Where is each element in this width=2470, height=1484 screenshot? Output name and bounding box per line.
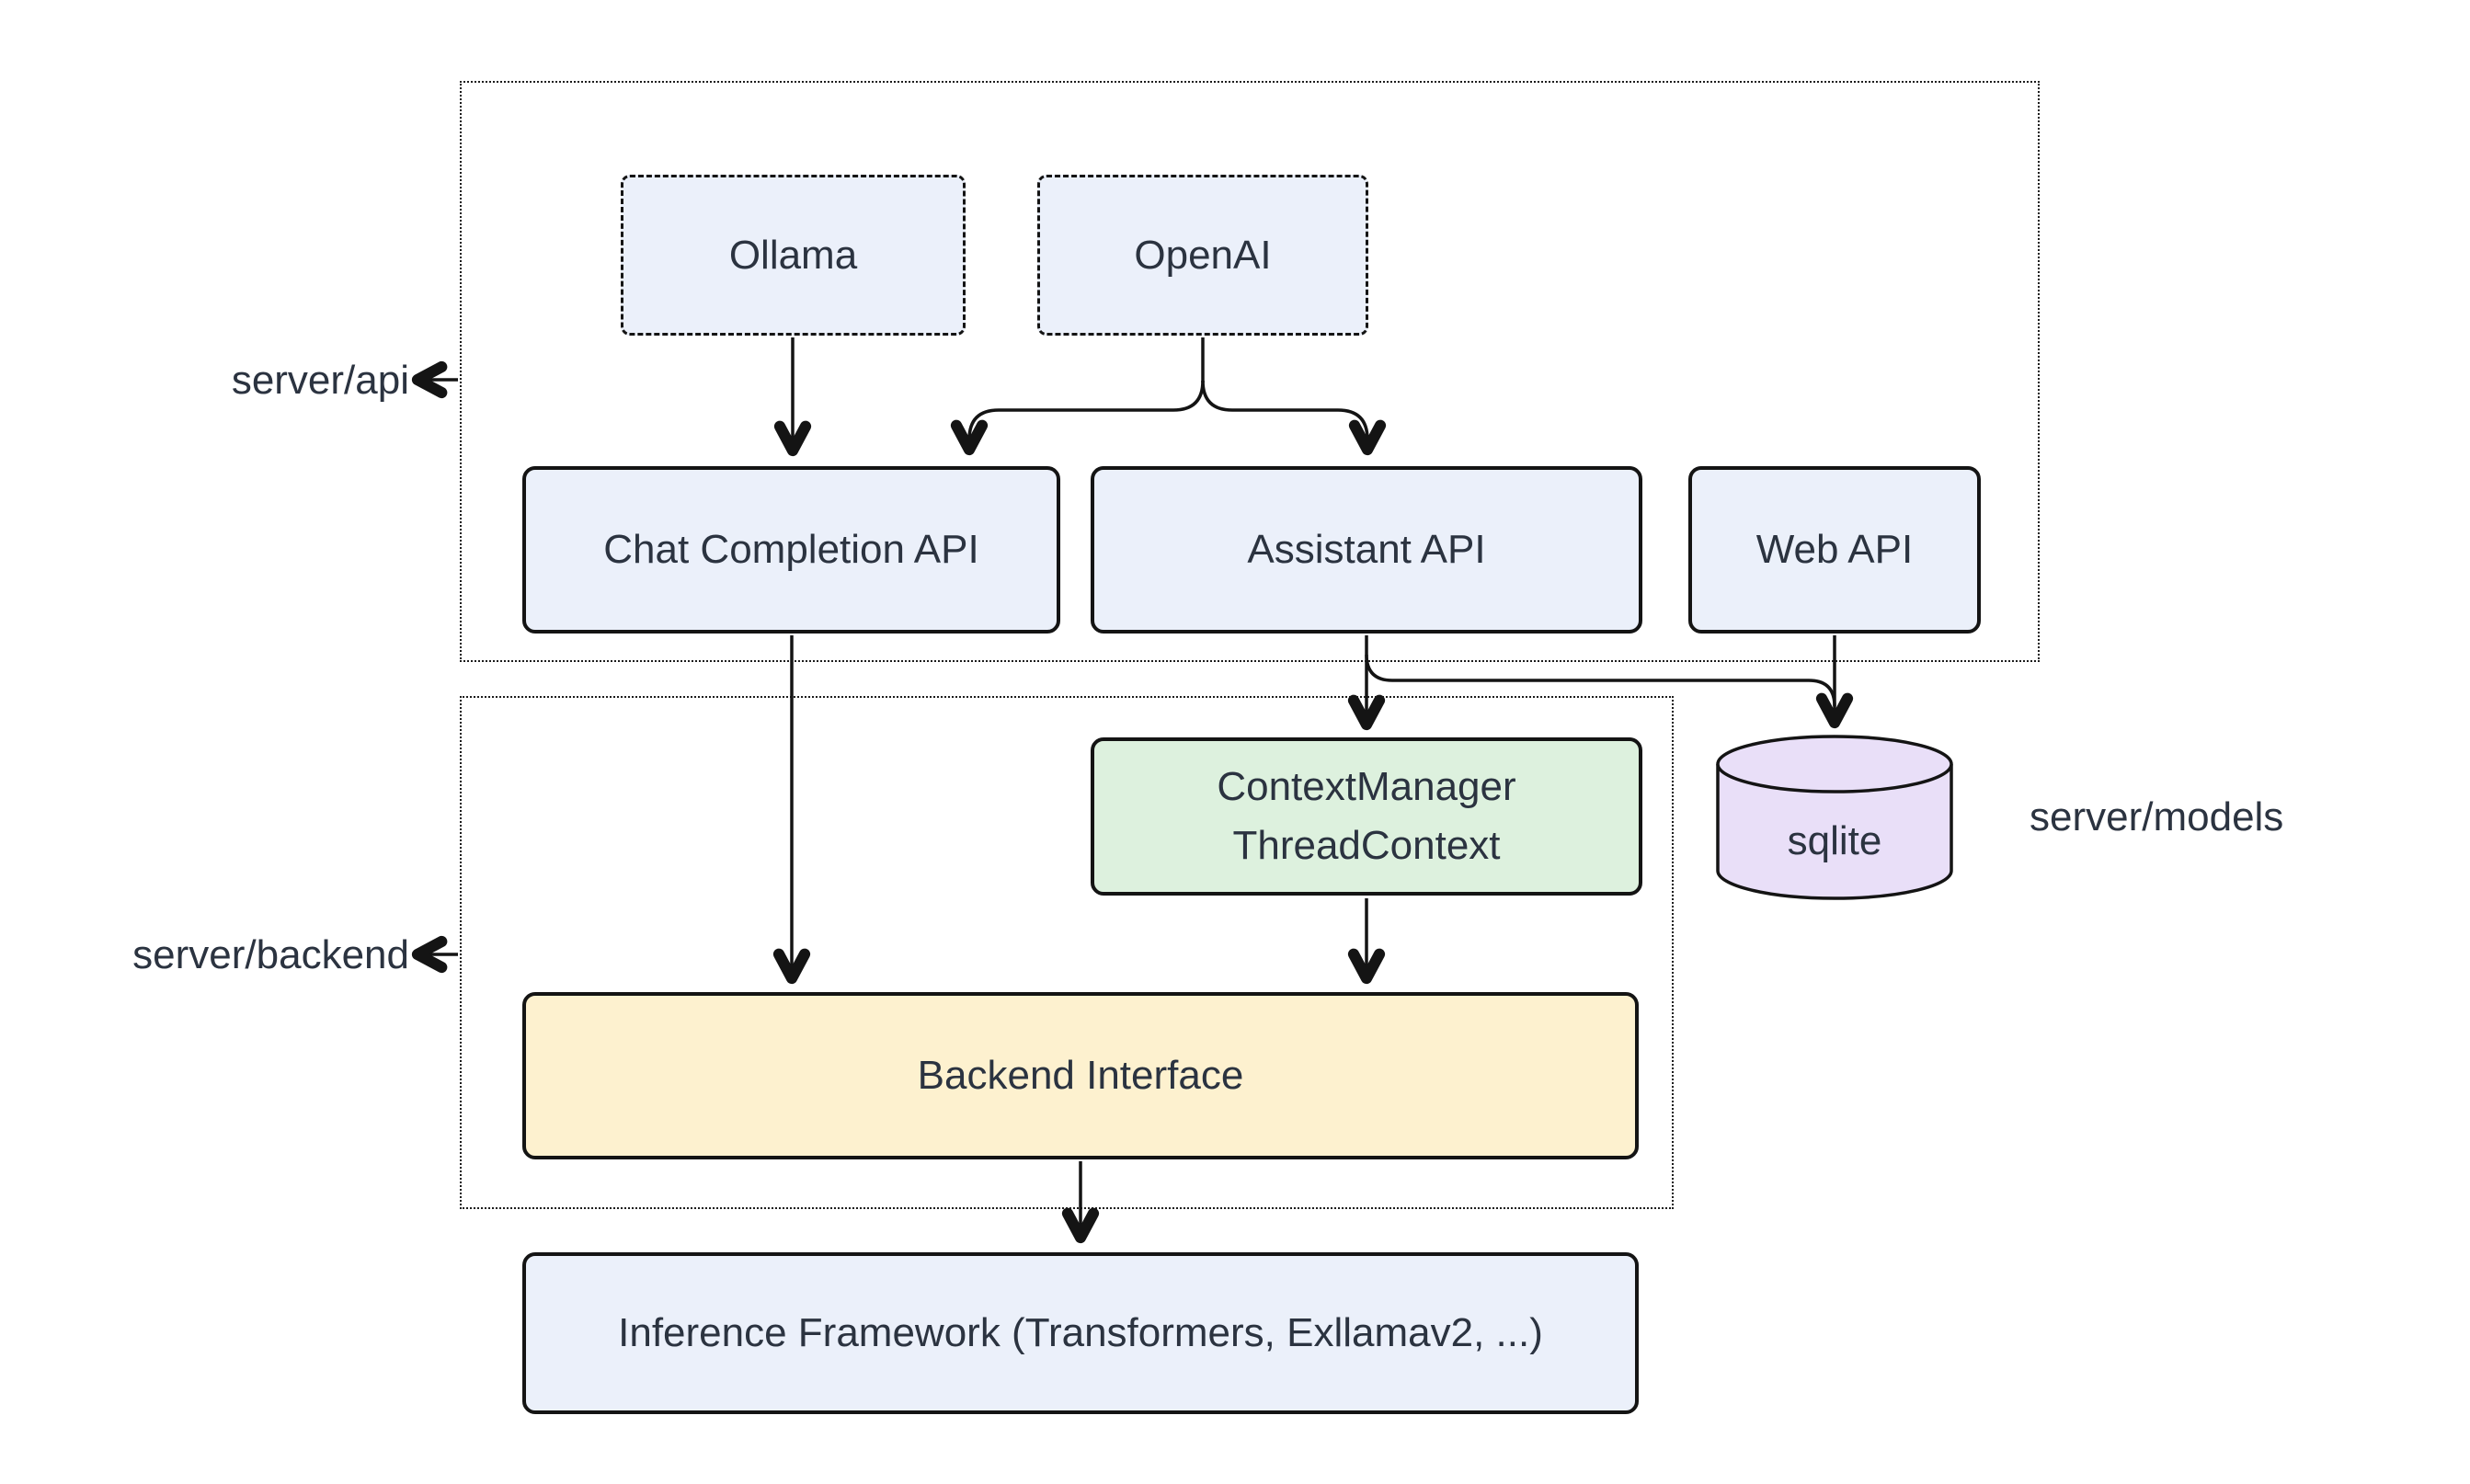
label-server-backend: server/backend [132, 932, 409, 977]
edge-openai-to-chat [950, 380, 1205, 456]
node-web-api-label: Web API [1755, 527, 1914, 573]
node-context-manager: ContextManager ThreadContext [1091, 737, 1642, 896]
node-ollama-label: Ollama [728, 232, 858, 278]
label-server-api: server/api [231, 358, 409, 403]
database-cylinder [1716, 735, 1953, 900]
node-chat-completion-api-label: Chat Completion API [603, 527, 979, 573]
node-sqlite-label: sqlite [1787, 818, 1882, 863]
node-context-manager-line1: ContextManager [1217, 764, 1516, 810]
edge-openai-to-assistant [1201, 380, 1387, 456]
node-sqlite-label-wrap: sqlite [1718, 809, 1951, 873]
edge-assistant-branch-to-sqlite [1365, 654, 1836, 707]
node-openai: OpenAI [1037, 175, 1368, 336]
node-openai-label: OpenAI [1134, 232, 1272, 278]
group-server-api [460, 81, 2040, 662]
node-chat-completion-api: Chat Completion API [522, 466, 1060, 634]
node-assistant-api-label: Assistant API [1247, 527, 1486, 573]
node-inference-framework-label: Inference Framework (Transformers, Exlla… [618, 1310, 1543, 1356]
label-server-models: server/models [2030, 794, 2284, 839]
node-assistant-api: Assistant API [1091, 466, 1642, 634]
node-backend-interface: Backend Interface [522, 992, 1639, 1159]
node-backend-interface-label: Backend Interface [917, 1053, 1244, 1099]
node-inference-framework: Inference Framework (Transformers, Exlla… [522, 1252, 1639, 1414]
node-ollama: Ollama [621, 175, 966, 336]
node-web-api: Web API [1688, 466, 1981, 634]
node-context-manager-line2: ThreadContext [1232, 823, 1501, 868]
